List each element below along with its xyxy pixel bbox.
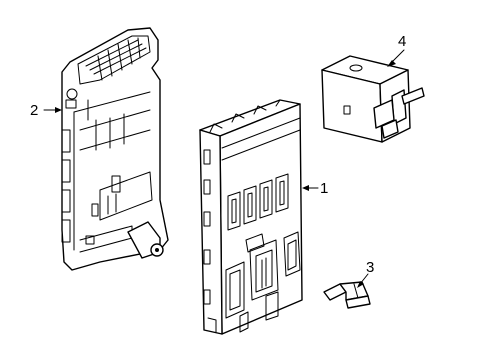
body-control-module [199, 99, 303, 335]
callout-2: 2 [30, 102, 62, 119]
callout-4: 4 [387, 33, 406, 67]
callout-label-3: 3 [366, 259, 374, 276]
relay [321, 55, 425, 143]
callout-1: 1 [302, 180, 328, 197]
callout-3: 3 [357, 259, 374, 288]
fuse [323, 281, 371, 309]
mounting-bracket [61, 27, 169, 271]
callout-label-4: 4 [398, 33, 406, 50]
callout-label-1: 1 [320, 180, 328, 197]
callout-label-2: 2 [30, 102, 38, 119]
